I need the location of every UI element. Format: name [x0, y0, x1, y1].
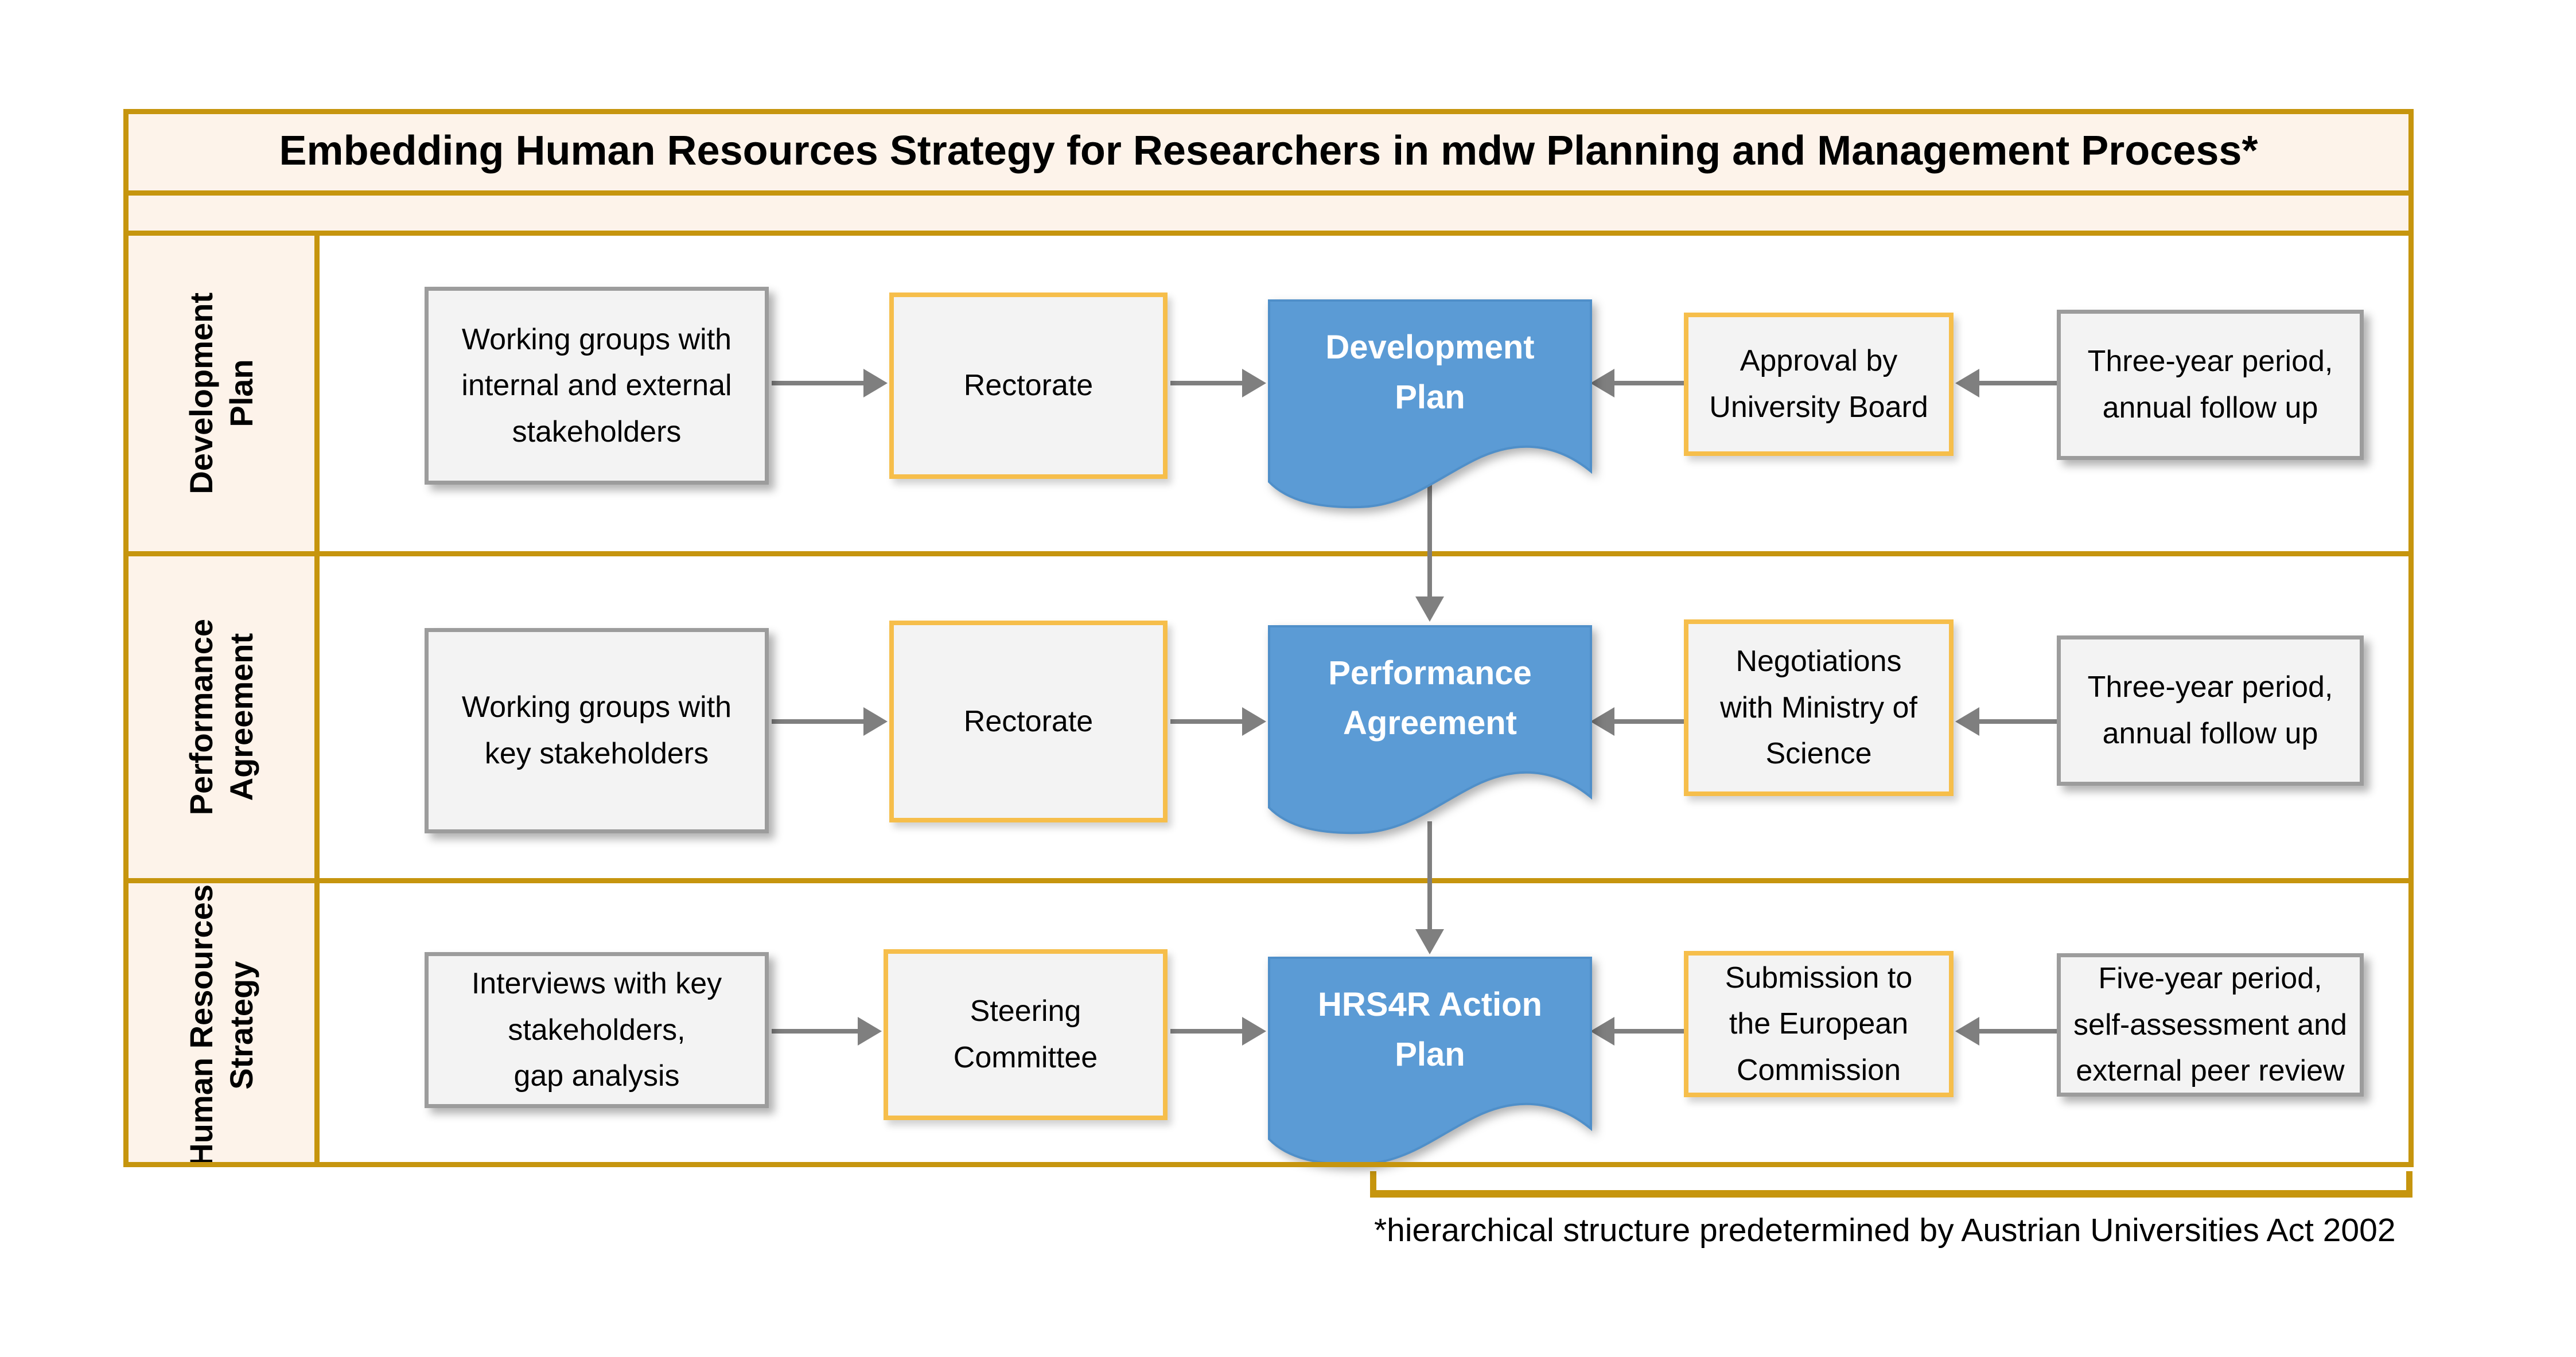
box-text: Three-year period, annual follow up: [2087, 345, 2333, 424]
footnote-text: *hierarchical structure predetermined by…: [1374, 1212, 2396, 1249]
document-label: HRS4R Action Plan: [1268, 980, 1592, 1079]
document-wave-icon: [1268, 625, 1592, 835]
box-text: Rectorate: [963, 704, 1094, 738]
row-label-text: Human Resources Strategy: [183, 884, 259, 1167]
five-year-period-box: Five-year period, self-assessment and ex…: [2057, 953, 2364, 1097]
arrow-right-icon: [1242, 707, 1266, 736]
document-label-text: Development Plan: [1325, 329, 1535, 416]
box-text: Working groups with key stakeholders: [461, 691, 732, 770]
arrow-left-icon: [1955, 1017, 1979, 1046]
box-text: Five-year period, self-assessment and ex…: [2073, 962, 2347, 1088]
arrow-down-icon: [1415, 929, 1444, 954]
three-year-period-box-row1: Three-year period, annual follow up: [2057, 310, 2364, 460]
interviews-key-stakeholders-box: Interviews with key stakeholders, gap an…: [425, 952, 769, 1108]
steering-committee-box: Steering Committee: [884, 949, 1168, 1120]
box-text: Rectorate: [963, 369, 1094, 403]
document-label: Performance Agreement: [1268, 648, 1592, 748]
box-text: Three-year period, annual follow up: [2087, 670, 2333, 750]
row-label-development-plan: Development Plan: [123, 236, 320, 551]
footnote: *hierarchical structure predetermined by…: [1374, 1211, 2396, 1249]
box-text: Submission to the European Commission: [1725, 961, 1913, 1087]
hrs4r-action-plan-document-shape: HRS4R Action Plan: [1268, 957, 1592, 1175]
development-plan-document-shape: Development Plan: [1268, 299, 1592, 517]
row-label-performance-agreement: Performance Agreement: [123, 556, 320, 878]
document-label: Development Plan: [1268, 322, 1592, 422]
box-text: Negotiations with Ministry of Science: [1720, 645, 1917, 771]
grid-line-row2-row3: [123, 878, 2414, 883]
box-text: Working groups with internal and externa…: [461, 322, 732, 449]
document-label-text: HRS4R Action Plan: [1318, 986, 1542, 1073]
negotiations-ministry-science-box: Negotiations with Ministry of Science: [1684, 619, 1954, 796]
grid-line-row1-row2: [123, 551, 2414, 556]
arrow-left-icon: [1590, 1017, 1614, 1046]
spacer-row-panel: [123, 196, 2414, 236]
row-label-column-panel: [123, 236, 320, 1167]
approval-university-board-box: Approval by University Board: [1684, 313, 1954, 456]
page-title: Embedding Human Resources Strategy for R…: [123, 109, 2414, 192]
arrow-right-icon: [858, 1017, 882, 1046]
title-row-panel: [123, 109, 2414, 196]
row-label-text: Development Plan: [183, 293, 259, 494]
box-text: Interviews with key stakeholders, gap an…: [471, 967, 722, 1093]
document-label-text: Performance Agreement: [1328, 654, 1532, 742]
working-groups-internal-external-box: Working groups with internal and externa…: [425, 287, 769, 485]
document-wave-icon: [1268, 299, 1592, 509]
grid-line-label-column: [314, 231, 320, 1167]
arrow-right-icon: [863, 707, 888, 736]
performance-agreement-document-shape: Performance Agreement: [1268, 625, 1592, 843]
arrow-right-icon: [1242, 1017, 1266, 1046]
arrow-right-icon: [863, 369, 888, 397]
row-label-text: Performance Agreement: [183, 619, 259, 816]
box-text: Approval by University Board: [1709, 344, 1928, 424]
grid-line-under-spacer: [123, 231, 2414, 236]
box-text: Steering Committee: [953, 995, 1098, 1074]
arrow-left-icon: [1955, 707, 1979, 736]
grid-line-under-title: [123, 190, 2414, 196]
rectorate-box-row2: Rectorate: [889, 621, 1168, 822]
rectorate-box-row1: Rectorate: [889, 293, 1168, 479]
arrow-down-icon: [1415, 596, 1444, 622]
arrow-left-icon: [1955, 369, 1979, 397]
submission-european-commission-box: Submission to the European Commission: [1684, 951, 1954, 1097]
row-label-human-resources-strategy: Human Resources Strategy: [123, 883, 320, 1167]
page-title-text: Embedding Human Resources Strategy for R…: [279, 127, 2258, 174]
working-groups-key-stakeholders-box: Working groups with key stakeholders: [425, 628, 769, 833]
arrow-left-icon: [1590, 707, 1614, 736]
arrow-left-icon: [1590, 369, 1614, 397]
document-wave-icon: [1268, 957, 1592, 1166]
three-year-period-box-row2: Three-year period, annual follow up: [2057, 635, 2364, 786]
arrow-right-icon: [1242, 369, 1266, 397]
footnote-bracket: [1370, 1171, 2412, 1198]
